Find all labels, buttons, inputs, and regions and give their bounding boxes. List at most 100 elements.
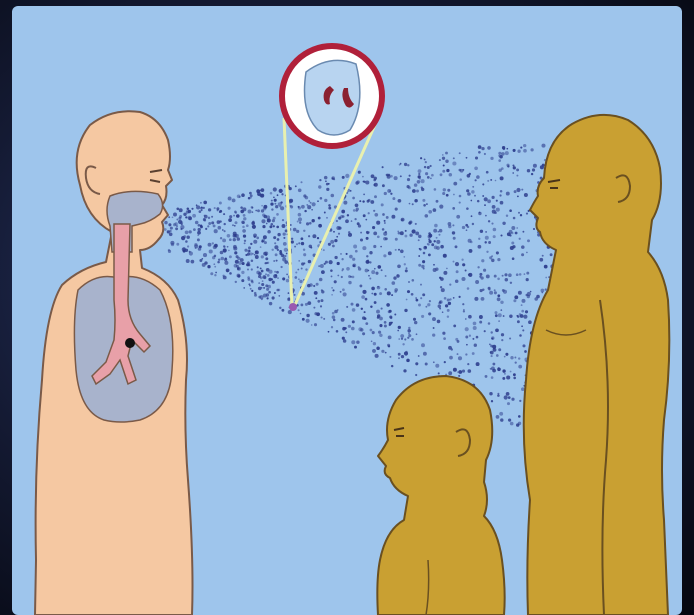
- droplet-particle: [359, 284, 362, 287]
- droplet-particle: [485, 215, 487, 217]
- droplet-particle: [483, 269, 486, 272]
- droplet-particle: [490, 179, 492, 181]
- droplet-particle: [412, 229, 416, 233]
- droplet-particle: [461, 277, 465, 281]
- droplet-particle: [251, 259, 254, 262]
- droplet-particle: [385, 237, 388, 240]
- droplet-particle: [298, 242, 300, 244]
- droplet-particle: [371, 270, 375, 274]
- droplet-particle: [332, 289, 334, 291]
- droplet-particle: [343, 201, 347, 205]
- droplet-particle: [362, 176, 364, 178]
- droplet-particle: [168, 249, 170, 251]
- droplet-particle: [424, 158, 426, 160]
- droplet-particle: [382, 228, 385, 231]
- droplet-particle: [271, 278, 273, 280]
- droplet-particle: [541, 144, 545, 148]
- droplet-particle: [466, 344, 468, 346]
- droplet-particle: [508, 273, 512, 277]
- droplet-particle: [384, 325, 387, 328]
- droplet-particle: [216, 207, 219, 210]
- droplet-particle: [463, 309, 465, 311]
- droplet-particle: [433, 264, 435, 266]
- droplet-particle: [413, 318, 416, 321]
- droplet-particle: [346, 267, 350, 271]
- droplet-particle: [506, 164, 509, 167]
- droplet-particle: [381, 269, 383, 271]
- droplet-particle: [458, 356, 462, 360]
- droplet-particle: [471, 215, 473, 217]
- droplet-particle: [381, 308, 383, 310]
- droplet-particle: [402, 343, 404, 345]
- droplet-particle: [472, 352, 475, 355]
- droplet-particle: [273, 274, 277, 278]
- droplet-particle: [363, 181, 365, 183]
- droplet-particle: [284, 248, 288, 252]
- droplet-particle: [289, 187, 292, 190]
- droplet-particle: [249, 192, 252, 195]
- droplet-particle: [320, 264, 324, 268]
- droplet-particle: [279, 250, 282, 253]
- droplet-particle: [409, 234, 412, 237]
- droplet-particle: [428, 210, 432, 214]
- droplet-particle: [533, 164, 537, 168]
- droplet-particle: [309, 222, 312, 225]
- droplet-particle: [440, 286, 442, 288]
- droplet-particle: [422, 260, 425, 263]
- droplet-particle: [442, 311, 444, 313]
- droplet-particle: [500, 309, 502, 311]
- droplet-particle: [175, 227, 178, 230]
- droplet-particle: [308, 235, 310, 237]
- droplet-particle: [203, 201, 207, 205]
- droplet-particle: [468, 315, 472, 319]
- droplet-particle: [440, 173, 443, 176]
- droplet-particle: [309, 245, 312, 248]
- droplet-particle: [283, 242, 287, 246]
- droplet-particle: [363, 214, 366, 217]
- droplet-particle: [444, 361, 446, 363]
- droplet-particle: [367, 200, 370, 203]
- droplet-particle: [189, 230, 192, 233]
- droplet-particle: [173, 223, 176, 226]
- droplet-particle: [270, 202, 273, 205]
- droplet-particle: [513, 299, 516, 302]
- droplet-particle: [388, 335, 392, 339]
- droplet-particle: [510, 422, 514, 426]
- droplet-particle: [210, 272, 213, 275]
- droplet-particle: [443, 188, 446, 191]
- droplet-particle: [513, 149, 516, 152]
- droplet-particle: [434, 188, 437, 191]
- droplet-particle: [294, 276, 297, 279]
- droplet-particle: [248, 283, 250, 285]
- droplet-particle: [283, 237, 285, 239]
- droplet-particle: [435, 364, 439, 368]
- droplet-particle: [397, 330, 399, 332]
- droplet-particle: [425, 214, 429, 218]
- droplet-particle: [251, 221, 255, 225]
- droplet-particle: [272, 296, 275, 299]
- droplet-particle: [299, 280, 302, 283]
- droplet-particle: [261, 219, 265, 223]
- droplet-particle: [458, 375, 460, 377]
- droplet-particle: [445, 159, 448, 162]
- droplet-particle: [400, 175, 402, 177]
- droplet-particle: [439, 277, 441, 279]
- droplet-particle: [235, 221, 238, 224]
- droplet-particle: [436, 200, 439, 203]
- droplet-particle: [240, 206, 243, 209]
- droplet-particle: [208, 222, 211, 225]
- droplet-particle: [509, 234, 511, 236]
- droplet-particle: [275, 253, 278, 256]
- droplet-particle: [191, 260, 195, 264]
- droplet-particle: [194, 243, 197, 246]
- droplet-particle: [486, 274, 490, 278]
- droplet-particle: [331, 194, 335, 198]
- droplet-particle: [342, 288, 345, 291]
- droplet-particle: [433, 361, 435, 363]
- droplet-particle: [416, 333, 418, 335]
- droplet-particle: [376, 310, 380, 314]
- droplet-particle: [519, 400, 521, 402]
- droplet-particle: [361, 295, 365, 299]
- droplet-particle: [490, 351, 492, 353]
- droplet-particle: [337, 262, 340, 265]
